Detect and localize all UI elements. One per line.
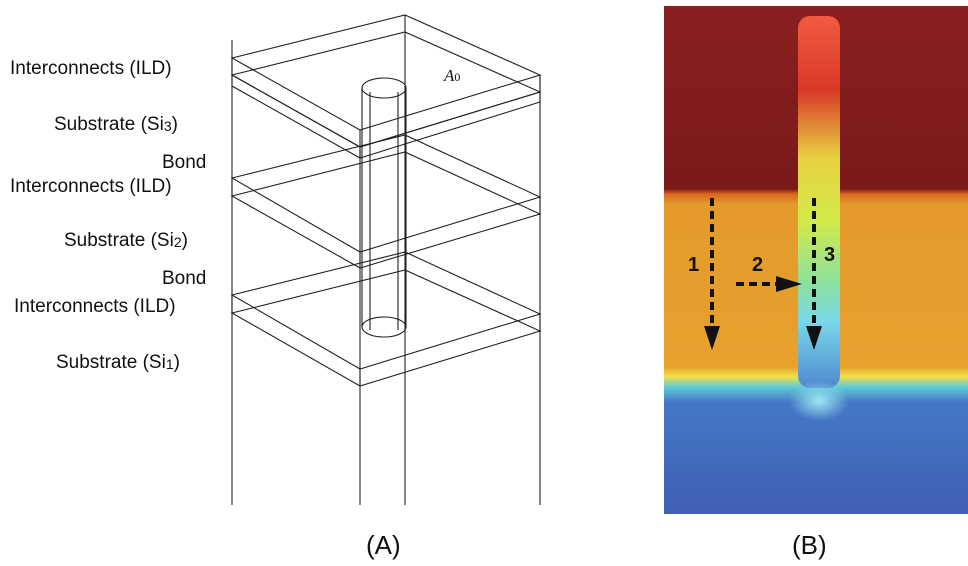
thermal-map: 1 2 3 — [664, 6, 968, 514]
label-ild-mid: Interconnects (ILD) — [10, 176, 172, 197]
area-label: A0 — [444, 66, 461, 85]
label-substrate-si1: Substrate (Si1) — [56, 352, 180, 373]
label-substrate-si2: Substrate (Si2) — [64, 230, 188, 251]
arrow-label-1: 1 — [688, 254, 700, 276]
stack-wireframe — [230, 14, 542, 505]
arrow-1-head — [704, 326, 720, 350]
thermal-map-svg — [664, 6, 968, 514]
via-hotspot — [798, 16, 840, 388]
arrow-label-2: 2 — [752, 254, 764, 276]
caption-b: (B) — [792, 530, 827, 560]
arrow-label-3: 3 — [824, 244, 836, 266]
label-bond-2: Bond — [162, 268, 207, 289]
label-bond-1: Bond — [162, 152, 207, 173]
label-ild-top: Interconnects (ILD) — [10, 58, 172, 79]
caption-a: (A) — [366, 530, 401, 560]
label-ild-low: Interconnects (ILD) — [14, 296, 176, 317]
arrow-2-head — [776, 276, 802, 292]
panel-a: A0 Interconnects (ILD) Substrate (Si3) B… — [10, 14, 542, 560]
label-substrate-si3: Substrate (Si3) — [54, 114, 178, 135]
via-bottom-glow — [789, 381, 849, 421]
arrow-3-head — [806, 326, 822, 350]
